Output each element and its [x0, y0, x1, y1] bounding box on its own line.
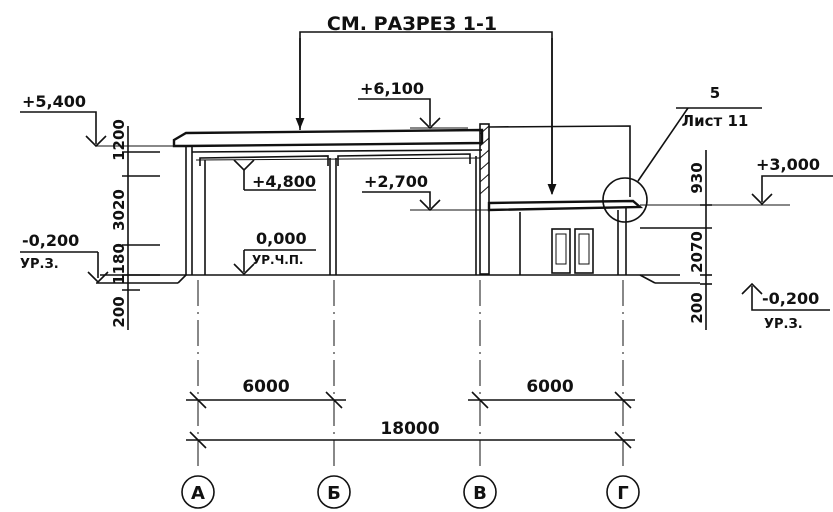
axis-bubble-g	[606, 475, 640, 509]
elevation-right-ground-label: УР.З.	[764, 317, 803, 332]
span-vg-label: 6000	[526, 377, 573, 397]
left-dim-3: 1180	[110, 243, 128, 285]
right-dimension-chain	[640, 150, 712, 330]
axis-bubble-v	[463, 475, 497, 509]
axis-label-a: А	[191, 483, 205, 504]
elevation-right-ground: -0,200	[762, 289, 819, 308]
elevation-annex-roof: +2,700	[364, 172, 428, 191]
section-callout-label: СМ. РАЗРЕЗ 1-1	[327, 13, 497, 35]
elevation-floor-label: УР.Ч.П.	[252, 253, 303, 267]
span-ab-label: 6000	[242, 377, 289, 397]
axis-label-g: Г	[617, 483, 628, 504]
section-callout-line	[299, 31, 553, 192]
elevation-left-ground-label: УР.З.	[20, 257, 59, 272]
axis-bubble-a	[181, 475, 215, 509]
node-sheet: Лист 11	[682, 112, 749, 130]
axis-label-v: В	[473, 483, 487, 504]
left-dim-1: 1200	[110, 119, 128, 161]
left-dimension-chain	[122, 126, 160, 330]
left-dim-2: 3020	[110, 189, 128, 231]
elevation-ceiling: +4,800	[252, 172, 316, 191]
span-total-label: 18000	[380, 419, 439, 439]
elevation-floor: 0,000	[256, 229, 307, 248]
node-callout-leader	[637, 107, 689, 182]
axis-bubble-b	[317, 475, 351, 509]
node-number: 5	[710, 84, 720, 102]
elevation-left-top: +5,400	[22, 92, 86, 111]
elevation-right-top: +3,000	[756, 155, 820, 174]
axis-lines	[197, 280, 624, 468]
right-dim-2: 2070	[688, 231, 706, 273]
right-dim-1: 930	[688, 162, 706, 193]
elevation-left-ground: -0,200	[22, 231, 79, 250]
left-dim-4: 200	[110, 296, 128, 327]
axis-label-b: Б	[327, 483, 341, 504]
elevation-roof-top: +6,100	[360, 79, 424, 98]
span-dimension-lines	[186, 391, 635, 449]
right-dim-3: 200	[688, 292, 706, 323]
node-callout-circle	[602, 177, 648, 223]
main-building	[96, 123, 700, 284]
annex-doors	[551, 228, 594, 274]
